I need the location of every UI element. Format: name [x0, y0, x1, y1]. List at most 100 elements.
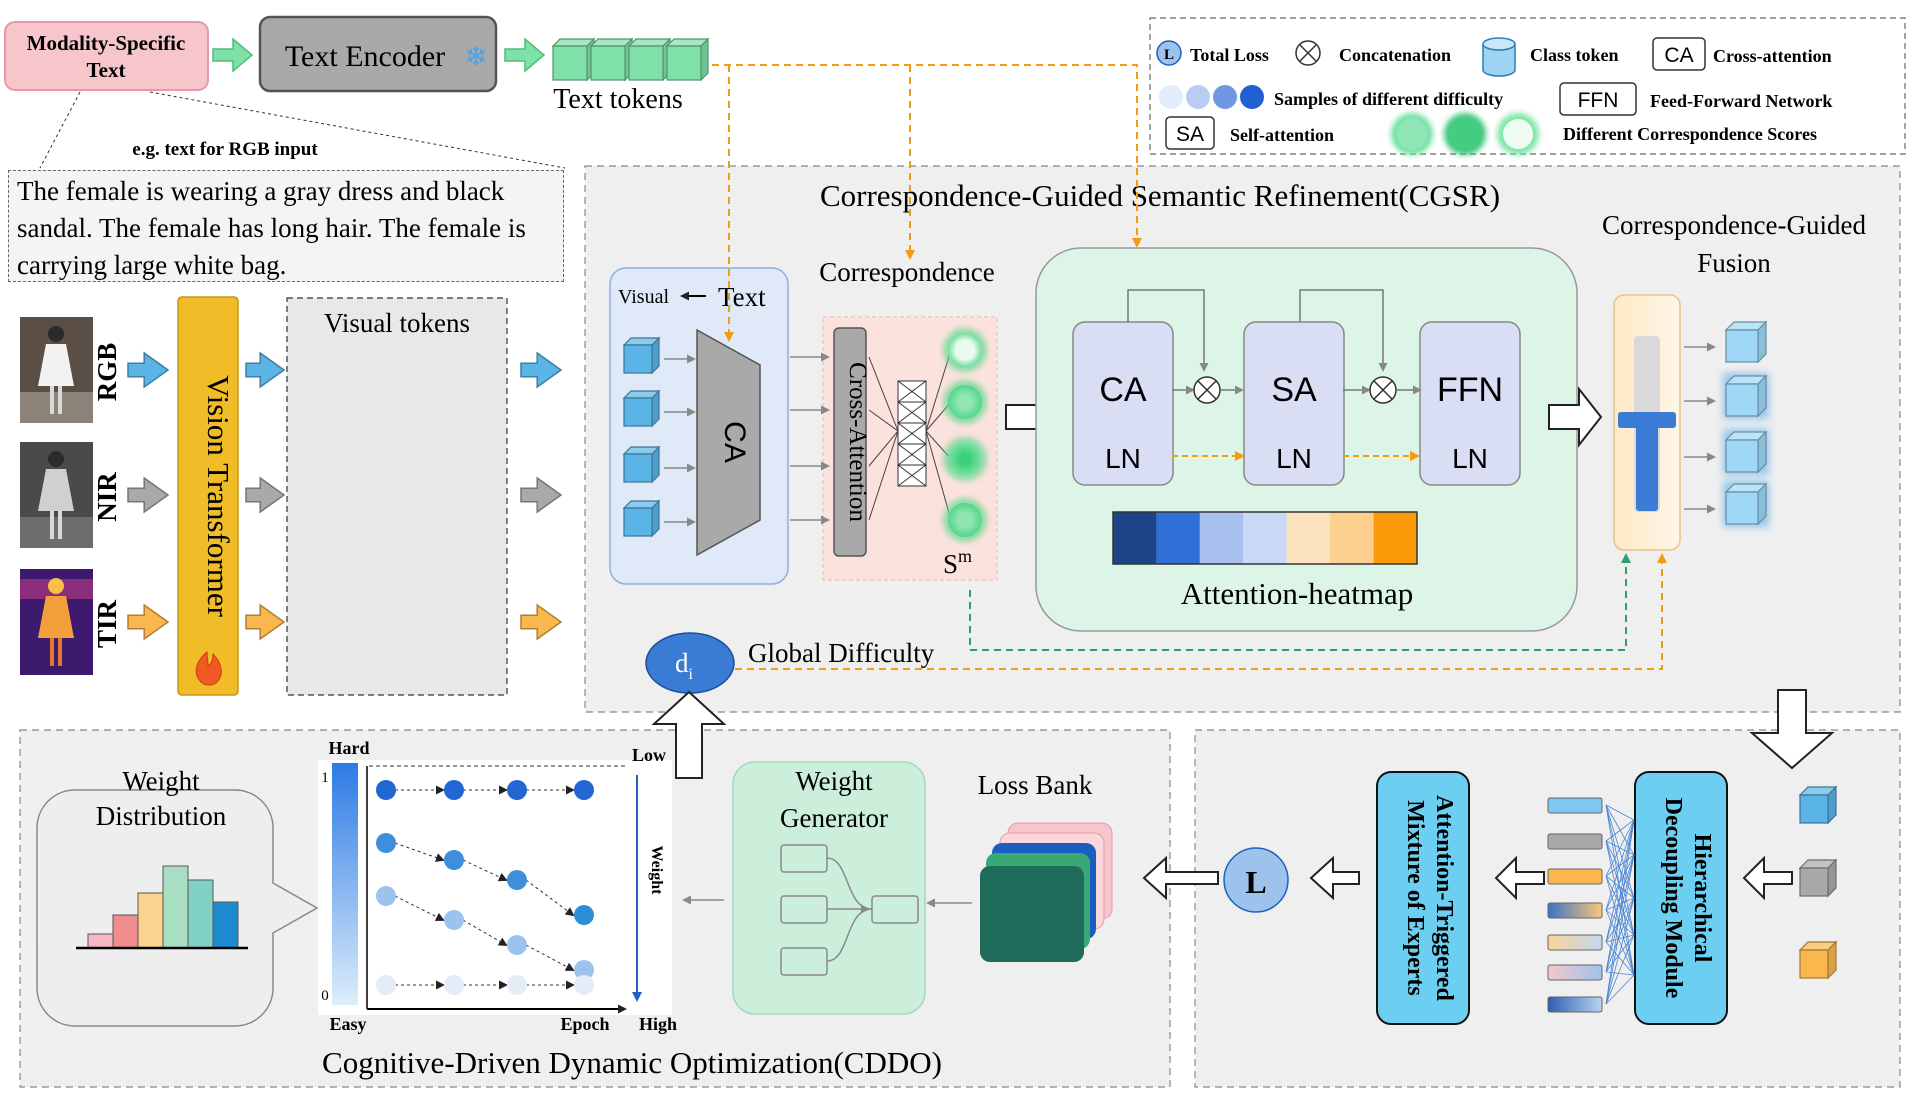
difficulty-chart — [318, 760, 672, 1015]
arrow-loss-to-bank — [1142, 855, 1219, 901]
weight-generator-block — [732, 761, 926, 1015]
label-line: Decoupling Module — [1660, 798, 1686, 999]
trajectory-link — [462, 919, 508, 947]
encoder-block-top-label: SA — [1271, 371, 1317, 409]
visual-input-cube — [622, 389, 661, 428]
fan-line — [1605, 840, 1635, 899]
weight-axis-label: Weight — [648, 846, 665, 896]
weight-histogram — [76, 865, 248, 950]
trajectory-link — [462, 859, 508, 882]
cube-front — [1725, 491, 1759, 525]
cube-front — [628, 45, 664, 81]
visual-output-arrow — [520, 603, 563, 641]
difficulty-colorbar — [332, 763, 358, 1005]
cube-front — [623, 507, 653, 537]
easy-label: Easy — [329, 1014, 366, 1034]
vit-output-arrow — [245, 476, 286, 514]
ca-legend-box — [1652, 37, 1706, 71]
legend-samples: Samples of different difficulty — [1274, 89, 1503, 109]
cddo-title: Cognitive-Driven Dynamic Optimization(CD… — [322, 1045, 942, 1080]
arrow-cubes-to-hdm — [1742, 855, 1793, 901]
arrow-down-to-decoupling — [1749, 689, 1835, 770]
ca-to-cross-arrows — [790, 352, 830, 525]
total-loss-icon — [1156, 40, 1182, 66]
sample-dot — [376, 833, 396, 853]
legend-box: L Total Loss Concatenation Class token C… — [1149, 17, 1906, 155]
encoder-block-box — [1243, 321, 1345, 486]
one-label: 1 — [321, 770, 329, 786]
vit-output-arrow — [245, 351, 286, 389]
sm-label: Sm — [943, 546, 972, 579]
cube-front — [666, 45, 702, 81]
visual-input-cube — [622, 445, 661, 484]
sample-dot — [376, 780, 396, 800]
nir-feature-cube — [1798, 858, 1838, 898]
fan-line — [1605, 819, 1635, 842]
sample-dot — [574, 905, 594, 925]
tir-image — [20, 569, 93, 675]
cube-front — [552, 45, 588, 81]
concatenation-icon — [1295, 40, 1321, 66]
person-leg — [58, 386, 62, 414]
matrix-output-line — [925, 430, 952, 521]
cube-side — [651, 336, 660, 375]
visual-label: Visual — [618, 286, 669, 308]
weight-generator-title-2: Generator — [780, 803, 888, 833]
matrix-input-line — [868, 409, 899, 432]
fan-line — [1605, 875, 1635, 899]
sample-dot — [574, 780, 594, 800]
trajectory-link — [525, 879, 575, 917]
cube-front — [1799, 794, 1829, 824]
tir-feature-cube — [1798, 940, 1838, 980]
generator-network-icon — [780, 844, 919, 976]
visual-tokens-box — [286, 297, 508, 696]
cube-front — [623, 397, 653, 427]
image-ground — [20, 517, 93, 548]
difficulty-trajectories — [376, 780, 594, 995]
encoder-block-box — [1072, 321, 1174, 486]
heatmap-cell — [1330, 512, 1374, 564]
di-sub: i — [689, 666, 694, 683]
matrix-line — [897, 422, 927, 445]
visual-input-cube — [622, 499, 661, 538]
low-label: Low — [632, 745, 666, 765]
histogram-bar — [162, 865, 189, 949]
person-head — [48, 578, 64, 594]
fan-line — [1605, 840, 1635, 976]
difficulty-samples-icon — [1159, 85, 1264, 109]
correspondence-scores-icon — [1391, 113, 1539, 155]
heatmap-cell — [1113, 512, 1157, 564]
total-loss-circle — [1223, 847, 1289, 913]
person-head — [48, 326, 64, 342]
trajectory-link — [394, 842, 445, 862]
vit-label: Vision Transformer — [201, 375, 236, 618]
text-token-cube — [551, 37, 596, 82]
matrix-line — [897, 464, 927, 487]
person-dress — [38, 596, 74, 638]
weight-distribution-title-2: Distribution — [96, 801, 227, 831]
sample-dot — [507, 935, 527, 955]
dashed-green-line — [969, 553, 1631, 651]
encoder-block-top-label: FFN — [1437, 371, 1503, 409]
sample-dot — [444, 780, 464, 800]
fusion-slider-fill — [1636, 412, 1658, 511]
sample-dot — [376, 886, 396, 906]
fan-line — [1605, 819, 1635, 943]
class-token-icon — [1482, 37, 1516, 77]
fan-line — [1605, 819, 1635, 973]
ffn-legend-box — [1559, 82, 1637, 116]
fusion-title-1: Correspondence-Guided — [1602, 210, 1866, 240]
tir-label: TIR — [92, 599, 122, 648]
encoder-block-ln-label: LN — [1105, 443, 1141, 474]
flame-icon — [195, 650, 222, 686]
stripe-fan-lines — [1605, 804, 1635, 1005]
concat-symbol-1 — [1193, 376, 1221, 404]
modality-text-line2: Text — [87, 58, 126, 82]
histogram-bar — [112, 914, 139, 949]
cube-front — [1725, 383, 1759, 417]
decoupling-input-cubes — [1798, 785, 1838, 980]
histogram-bar — [187, 879, 214, 949]
